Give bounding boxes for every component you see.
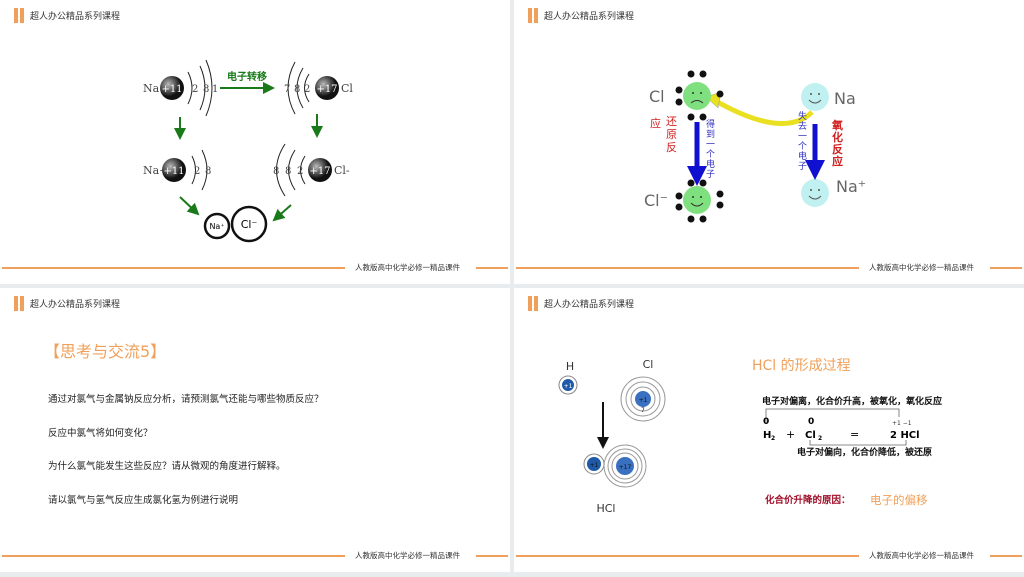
na-ion-circle — [203, 212, 231, 240]
electron-transfer-diagram: Cl Na Cl⁻ Na⁺ — [644, 70, 866, 223]
question-line: 反应中氯气将如何变化？ — [48, 428, 153, 439]
svg-text:Cl⁻: Cl⁻ — [644, 191, 668, 210]
svg-text:8: 8 — [203, 84, 209, 95]
na-nucleus — [160, 76, 184, 100]
svg-text:+17: +17 — [316, 84, 337, 95]
svg-text:+1: +1 — [564, 383, 573, 390]
slide-title: HCl 的形成过程 — [752, 358, 851, 374]
svg-text:1: 1 — [212, 84, 218, 95]
svg-text:8: 8 — [285, 166, 291, 177]
header-bars-icon — [528, 8, 538, 23]
na-label: Na — [143, 82, 160, 95]
svg-text:+17: +17 — [309, 166, 330, 177]
svg-text:0: 0 — [763, 417, 769, 427]
question-line: 通过对氯气与金属钠反应分析，请预测氯气还能与哪些物质反应？ — [48, 394, 324, 405]
svg-text:Cl: Cl — [649, 87, 665, 106]
hcl-formation-diagram: H Cl +1 +1 7 +1 +17 HCl HCl 的形成过程 电子对偏离，… — [558, 358, 942, 515]
ionic-bond-diagram: Na +11 2 8 1 电子转移 7 8 2 +17 Cl Na+ +11 2… — [143, 59, 353, 243]
svg-text:H: H — [763, 430, 771, 441]
svg-text:0: 0 — [808, 417, 814, 427]
svg-text:Cl: Cl — [643, 358, 654, 371]
svg-text:Cl⁻: Cl⁻ — [241, 218, 258, 231]
slide-header: 超人办公精品系列课程 — [14, 8, 120, 23]
slide-1[interactable]: 超人办公精品系列课程 Na +11 2 8 1 电子转移 7 8 2 +17 C… — [0, 0, 510, 284]
slide-3[interactable]: 超人办公精品系列课程 【思考与交流5】 通过对氯气与金属钠反应分析，请预测氯气还… — [0, 288, 510, 572]
slide-footer: 人教版高中化学必修一精品课件 — [2, 263, 508, 273]
svg-text:+1: +1 — [590, 462, 599, 469]
svg-text:2: 2 — [771, 435, 775, 442]
header-bars-icon — [528, 296, 538, 311]
cl-label: Cl — [341, 82, 353, 95]
svg-text:Na⁺: Na⁺ — [209, 222, 224, 231]
svg-text:8: 8 — [273, 166, 279, 177]
svg-text:+1: +1 — [639, 397, 648, 404]
svg-text:2 HCl: 2 HCl — [890, 430, 920, 441]
svg-text:7: 7 — [284, 84, 290, 95]
svg-text:HCl: HCl — [596, 502, 615, 515]
svg-text:Na⁺: Na⁺ — [836, 177, 866, 196]
na-smile-face-icon — [801, 83, 829, 111]
header-bars-icon — [14, 296, 24, 311]
svg-text:+17: +17 — [619, 464, 632, 471]
svg-text:2: 2 — [818, 435, 822, 442]
svg-text:Cl: Cl — [805, 430, 816, 441]
svg-text:8: 8 — [205, 166, 211, 177]
svg-text:Na: Na — [834, 89, 856, 108]
svg-text:2: 2 — [304, 84, 310, 95]
cl-ion-circle — [230, 205, 268, 243]
transfer-label: 电子转移 — [227, 70, 267, 83]
slide-title: 【思考与交流5】 — [44, 342, 167, 361]
svg-text:2: 2 — [192, 84, 198, 95]
svg-text:2: 2 — [297, 166, 303, 177]
svg-text:7: 7 — [641, 407, 645, 414]
cl-sad-face-icon — [683, 82, 711, 110]
svg-text:+11: +11 — [161, 84, 182, 95]
cl-ion-label: Cl- — [334, 164, 350, 177]
question-line: 请以氯气与氢气反应生成氯化氢为例进行说明 — [48, 495, 239, 506]
slide-4[interactable]: 超人办公精品系列课程 H Cl +1 +1 7 +1 +17 HCl HCl 的… — [514, 288, 1024, 572]
svg-text:+1 −1: +1 −1 — [892, 420, 912, 427]
header-bars-icon — [14, 8, 24, 23]
svg-text:+11: +11 — [163, 166, 184, 177]
na-ion-smile-face-icon — [801, 179, 829, 207]
svg-text:H: H — [566, 360, 574, 373]
na-ion-label: Na+ — [143, 164, 168, 177]
svg-text:=: = — [850, 428, 859, 441]
svg-text:8: 8 — [294, 84, 300, 95]
reason-label: 化合价升降的原因： — [765, 494, 851, 506]
question-line: 为什么氯气能发生这些反应？请从微观的角度进行解释。 — [48, 461, 286, 472]
cl-nucleus — [315, 76, 339, 100]
header-title: 超人办公精品系列课程 — [30, 12, 121, 22]
cl-ion-smile-face-icon — [683, 186, 711, 214]
svg-text:+: + — [786, 428, 795, 441]
svg-text:2: 2 — [194, 166, 200, 177]
slide-2[interactable]: 超人办公精品系列课程 Cl Na Cl⁻ Na⁺ 应 还原反 得到一个电子 失去… — [514, 0, 1024, 284]
reason-value: 电子的偏移 — [870, 493, 928, 507]
svg-text:电子对偏离，化合价升高，被氧化，氧化反应: 电子对偏离，化合价升高，被氧化，氧化反应 — [762, 395, 942, 407]
svg-text:电子对偏向，化合价降低，被还原: 电子对偏向，化合价降低，被还原 — [797, 446, 932, 458]
